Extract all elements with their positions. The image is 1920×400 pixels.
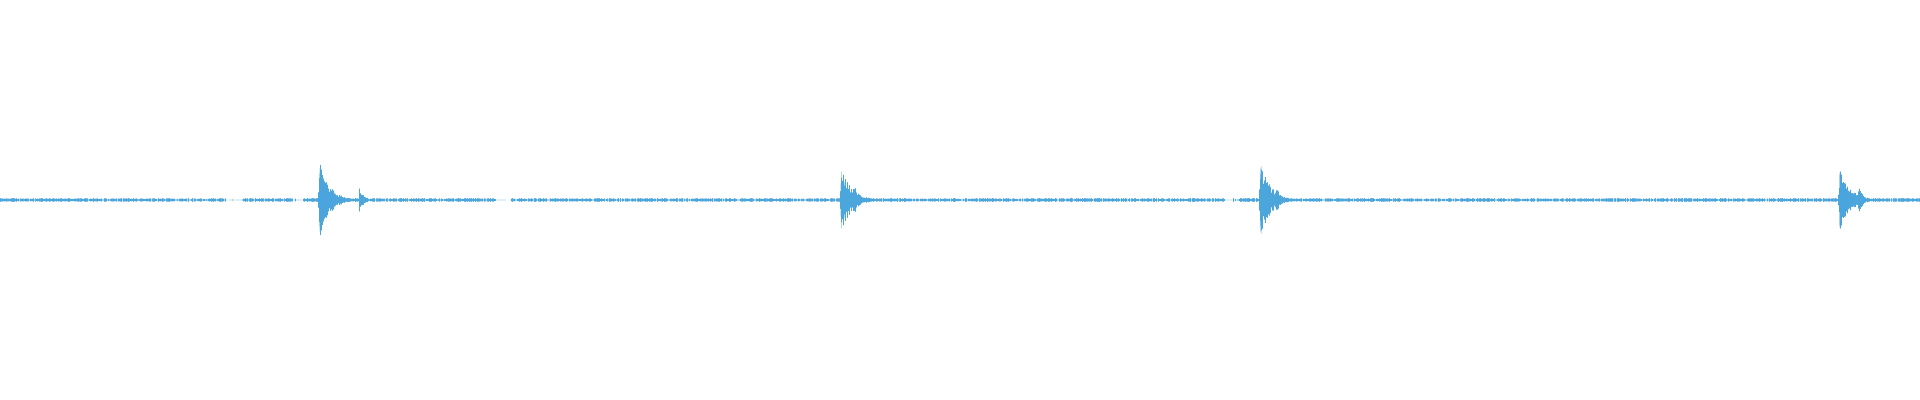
waveform-burst-trace [1838,171,1854,229]
waveform-burst-4 [1838,171,1854,229]
waveform-bursts [318,166,1854,234]
waveform-burst-1 [318,168,334,232]
waveform-burst-trace [1259,166,1275,234]
waveform-burst-2 [840,171,856,229]
waveform-burst-trace [840,171,856,229]
waveform-baseline [0,165,1920,235]
waveform-burst-trace [318,168,334,232]
waveform-burst-3 [1259,166,1275,234]
